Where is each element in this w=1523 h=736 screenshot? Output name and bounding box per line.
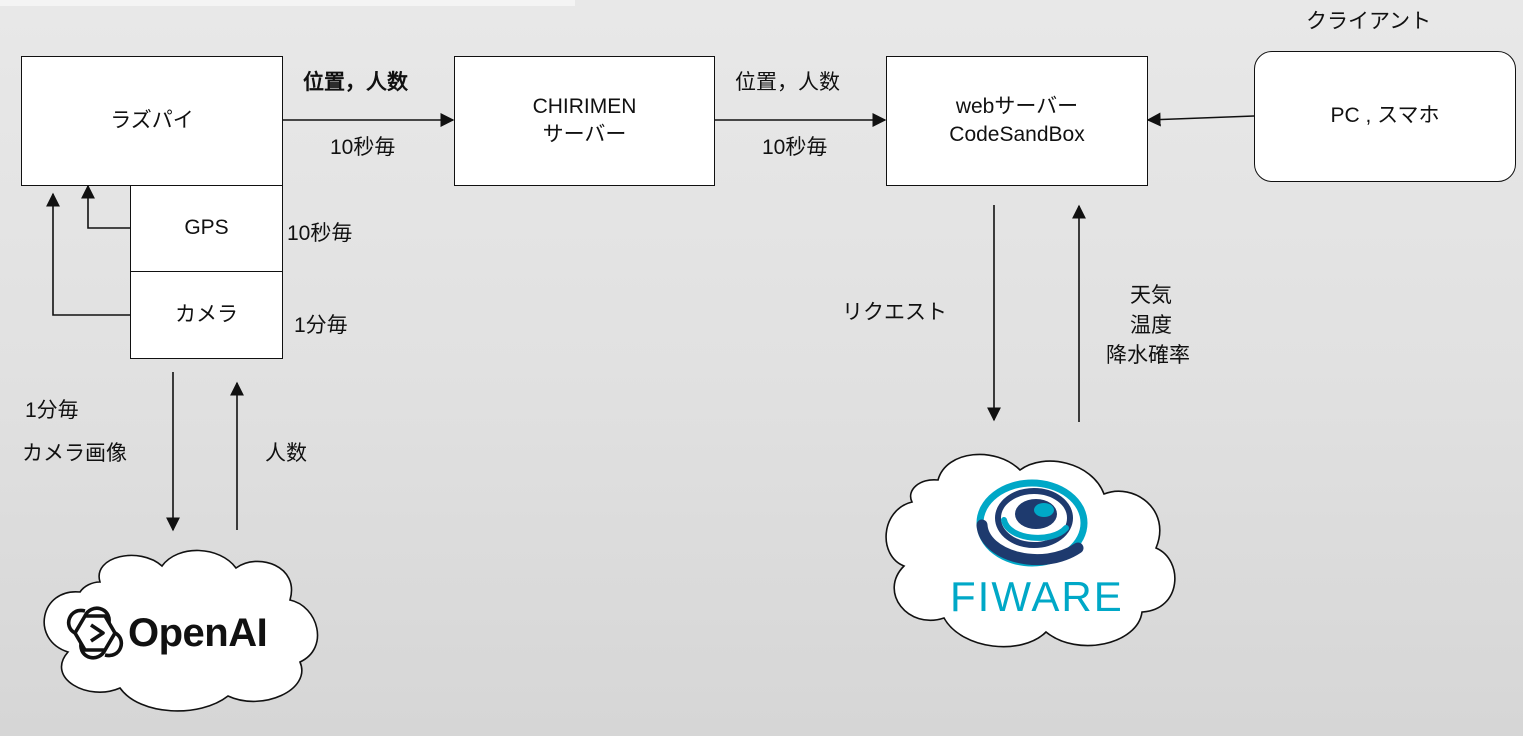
top-strip	[0, 0, 575, 6]
client-node: PC , スマホ	[1254, 51, 1516, 182]
from-openai-label: 人数	[265, 442, 307, 465]
raspberry-pi-label: ラズパイ	[110, 108, 194, 132]
edge-label-chirimen-web-top: 位置，人数	[735, 71, 840, 94]
web-server-label-line2: CodeSandBox	[949, 123, 1085, 146]
fiware-cloud	[885, 453, 1176, 648]
client-label: PC , スマホ	[1330, 104, 1440, 128]
to-openai-label-line1: 1分毎	[25, 399, 79, 422]
gps-interval-label: 10秒毎	[287, 222, 353, 245]
from-fiware-label-line3: 降水確率	[1106, 344, 1190, 367]
camera-interval-label: 1分毎	[294, 314, 348, 337]
fiware-brand: FIWARE	[950, 573, 1124, 621]
camera-node: カメラ	[130, 271, 283, 359]
edge-label-pi-chirimen-bottom: 10秒毎	[330, 136, 396, 159]
web-server-label-line1: webサーバー	[955, 94, 1079, 118]
web-server-node: webサーバー CodeSandBox	[886, 56, 1148, 186]
from-fiware-label-line1: 天気	[1130, 284, 1172, 307]
to-fiware-label: リクエスト	[842, 301, 947, 324]
chirimen-server-node: CHIRIMEN サーバー	[454, 56, 715, 186]
from-fiware-label-line2: 温度	[1130, 314, 1172, 337]
gps-node: GPS	[130, 185, 283, 272]
gps-label: GPS	[184, 216, 229, 240]
openai-cloud	[43, 549, 319, 712]
arrow-gps-to-pi	[81, 184, 130, 229]
edge-label-chirimen-web-bottom: 10秒毎	[762, 136, 828, 159]
openai-wordmark: OpenAI	[128, 610, 268, 655]
openai-logo-icon	[66, 606, 124, 660]
fiware-logo-icon	[976, 479, 1088, 567]
openai-brand: OpenAI	[62, 604, 268, 662]
chirimen-label-line1: CHIRIMEN	[532, 94, 637, 118]
camera-label: カメラ	[175, 302, 238, 326]
chirimen-label-line2: サーバー	[542, 123, 627, 146]
raspberry-pi-node: ラズパイ	[21, 56, 283, 186]
to-openai-label-line2: カメラ画像	[22, 442, 127, 465]
arrow-client-to-web	[1146, 112, 1255, 127]
arrow-camera-to-pi	[46, 192, 130, 316]
edge-label-pi-chirimen-top: 位置，人数	[303, 71, 408, 94]
client-heading: クライアント	[1306, 10, 1432, 33]
fiware-wordmark: FIWARE	[950, 573, 1124, 620]
